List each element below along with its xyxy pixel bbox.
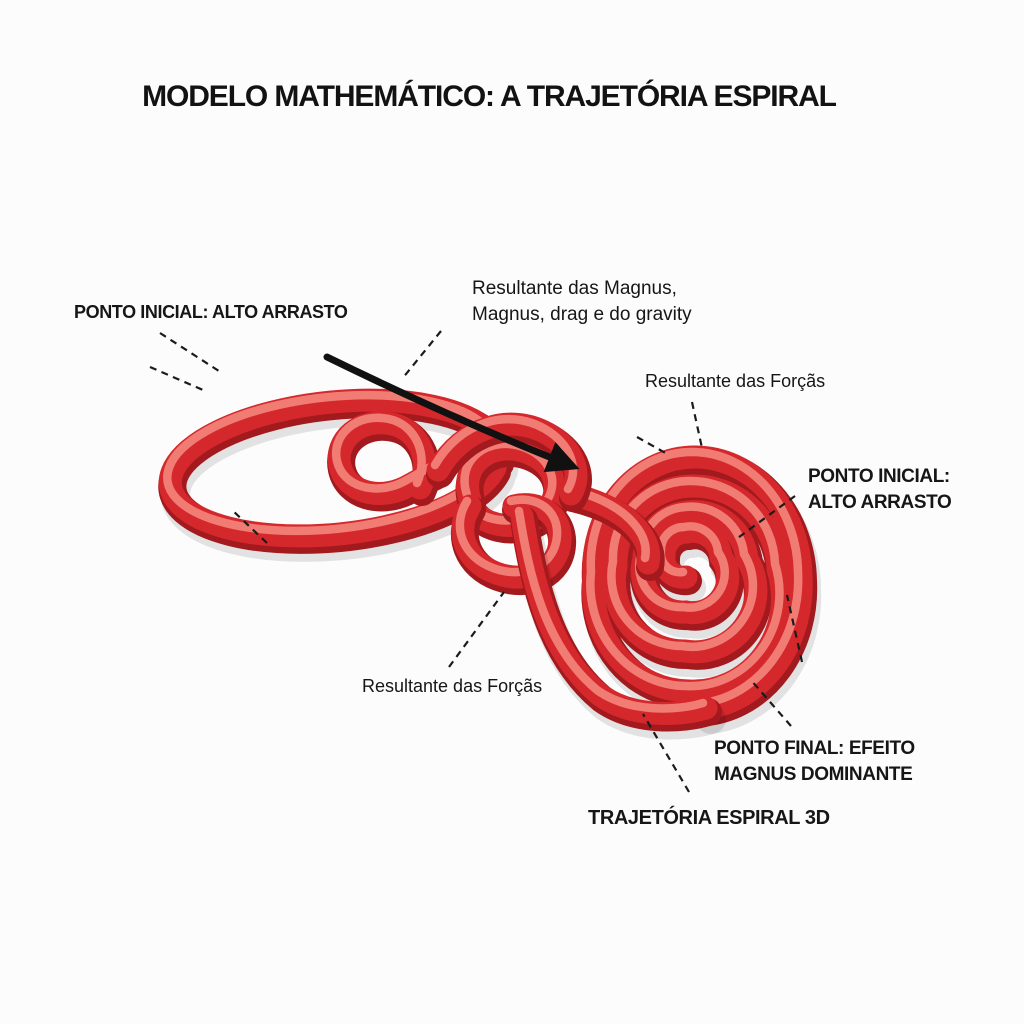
label-end-point-line2: MAGNUS DOMINANTE <box>714 764 913 786</box>
label-resultant-top-line1: Resultante das Magnus, <box>472 278 677 299</box>
dashed-arrow-spiral-top-left-icon <box>636 436 670 456</box>
dashed-arrow-start-left-lower-icon <box>149 365 204 392</box>
label-start-right-line1: PONTO INICIAL: <box>808 466 950 487</box>
label-resultant-center: Resultante das Forçãs <box>362 676 543 696</box>
label-end-point: PONTO FINAL: EFEITO MAGNUS DOMINANTE <box>714 736 915 788</box>
label-start-right-line2: ALTO ARRASTO <box>808 492 952 514</box>
label-resultant-top-line2: Magnus, drag e do gravity <box>472 304 692 326</box>
dashed-arrow-resultant-center-icon <box>448 591 505 668</box>
dashed-arrow-start-left-upper-icon <box>159 332 223 374</box>
label-start-left: PONTO INICIAL: ALTO ARRASTO <box>74 302 348 322</box>
label-start-right: PONTO INICIAL: ALTO ARRASTO <box>808 464 952 516</box>
dashed-arrow-end-point-icon <box>749 678 792 727</box>
label-trajectory: TRAJETÓRIA ESPIRAL 3D <box>588 807 830 829</box>
spiral-tube-right <box>590 452 806 719</box>
force-direction-arrow-icon <box>323 353 580 473</box>
annotation-arrows <box>149 330 804 793</box>
dashed-arrow-left-loop-bottom-icon <box>230 508 268 544</box>
label-resultant-right: Resultante das Forçãs <box>645 371 826 391</box>
label-end-point-line1: PONTO FINAL: EFEITO <box>714 738 915 759</box>
page-title: MODELO MATHEMÁTICO: A TRAJETÓRIA ESPIRAL <box>142 80 837 113</box>
dashed-arrow-trajectory-icon <box>642 713 690 793</box>
dashed-arrow-resultant-top-icon <box>401 330 442 380</box>
tube-small-loop <box>336 418 440 498</box>
dashed-arrow-resultant-right-icon <box>690 401 704 449</box>
label-resultant-top: Resultante das Magnus, Magnus, drag e do… <box>472 276 692 328</box>
